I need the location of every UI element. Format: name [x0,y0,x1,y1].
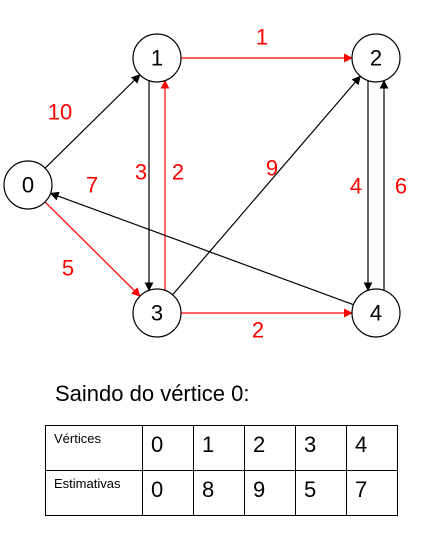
node-circle [132,33,182,83]
table-row-estimates: Estimativas 0 8 9 5 7 [45,470,398,516]
table-cell: 4 [346,425,398,471]
caption: Saindo do vértice 0: [55,381,250,406]
table-cell: 7 [346,470,398,516]
table-row-vertices: Vértices 0 1 2 3 4 [45,425,398,471]
table-cell: 3 [295,425,347,471]
edge-weight-0-3: 5 [62,256,74,281]
edge-3-2 [172,75,361,296]
edge-weight-1-3: 2 [172,160,184,185]
edge-0-1 [44,74,141,169]
table-cell: 1 [193,425,245,471]
node-label: 0 [22,173,34,198]
edge-4-0 [49,191,354,306]
node-label: 2 [370,46,382,71]
table-cell: 5 [295,470,347,516]
table-cell: 0 [142,425,194,471]
node-4: 4 [351,288,401,338]
edge-0-3 [44,201,141,297]
table-cell: 8 [193,470,245,516]
edge-weight-3-2: 9 [266,156,278,181]
table-cell: 2 [244,425,296,471]
edge-weight-4-0: 7 [86,173,98,198]
node-circle [351,33,401,83]
node-0: 0 [3,160,53,210]
table-cell: 9 [244,470,296,516]
node-1: 1 [132,33,182,83]
distance-table: Vértices 0 1 2 3 4 Estimativas 0 8 9 5 7 [45,425,398,516]
edge-weight-4-2: 6 [395,174,407,199]
node-circle [132,288,182,338]
row-header-vertices: Vértices [45,425,143,471]
edge-weight-1-2: 1 [256,25,268,50]
node-circle [351,288,401,338]
node-label: 3 [151,301,163,326]
node-3: 3 [132,288,182,338]
node-label: 4 [370,301,382,326]
node-2: 2 [351,33,401,83]
node-circle [3,160,53,210]
edge-weight-3-4: 2 [252,318,264,343]
edge-weight-3-1: 3 [135,160,147,185]
row-header-estimates: Estimativas [45,470,143,516]
node-label: 1 [151,46,163,71]
edge-weight-0-1: 10 [48,100,72,125]
edge-weight-2-4: 4 [350,174,362,199]
table-cell: 0 [142,470,194,516]
